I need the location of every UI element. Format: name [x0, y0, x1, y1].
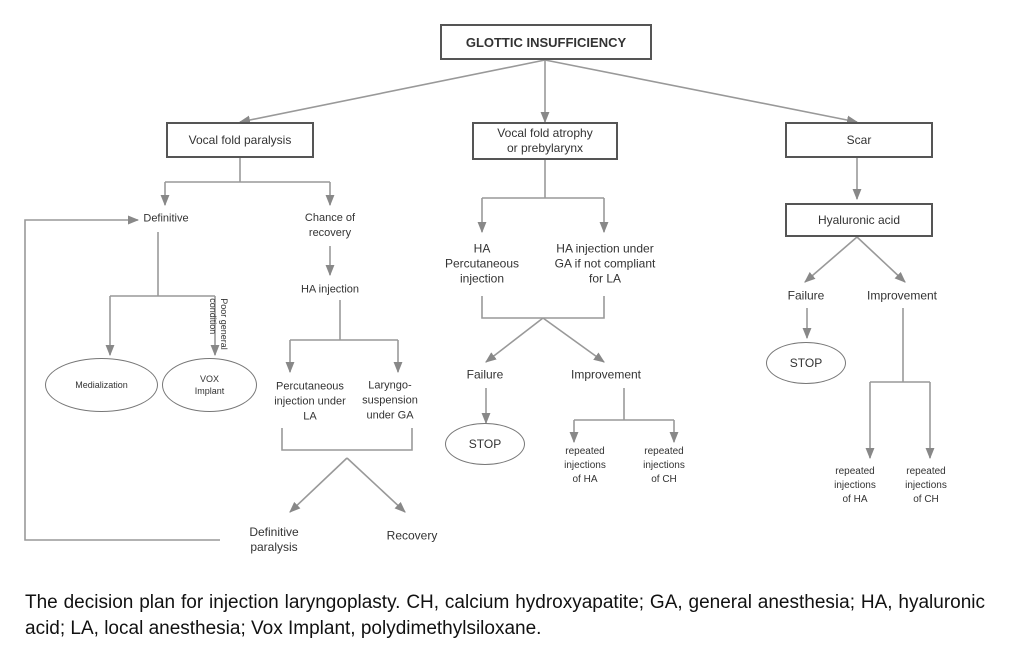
atrophy-repeated-ch-label: repeated injections of CH [643, 446, 685, 485]
laryngo-suspension-label: Laryngo- suspension under GA [362, 379, 418, 422]
recovery-label: Recovery [386, 528, 438, 543]
ha-under-ga-label: HA injection under GA if not compliant f… [554, 241, 656, 286]
scar-repeated-ha-label: repeated injections of HA [834, 466, 876, 505]
scar-stop-oval: STOP [766, 342, 846, 384]
scar-repeated-ch-label: repeated injections of CH [905, 466, 947, 505]
chance-of-recovery-label: Chance of recovery [304, 212, 356, 239]
atrophy-improvement-label: Improvement [570, 367, 642, 382]
definitive-label: Definitive [143, 212, 189, 225]
root-box: GLOTTIC INSUFFICIENCY [440, 24, 652, 60]
percutaneous-la-label: Percutaneous injection under LA [274, 380, 346, 423]
vox-implant-oval: VOX Implant [162, 358, 257, 412]
ha-percutaneous-label: HA Percutaneous injection [444, 241, 520, 286]
figure-caption: The decision plan for injection laryngop… [25, 592, 985, 639]
atrophy-repeated-ha-label: repeated injections of HA [564, 446, 606, 485]
connector-lines [24, 59, 935, 541]
paralysis-box: Vocal fold paralysis [166, 122, 314, 158]
atrophy-box: Vocal fold atrophy or prebylarynx [472, 122, 618, 160]
poor-condition-label: Poor general condition [208, 298, 229, 350]
scar-failure-label: Failure [787, 288, 825, 303]
hyaluronic-acid-box: Hyaluronic acid [785, 203, 933, 237]
atrophy-failure-label: Failure [466, 367, 504, 382]
definitive-paralysis-label: Definitive paralysis [249, 525, 299, 554]
scar-box: Scar [785, 122, 933, 158]
ha-injection-label: HA injection [300, 283, 360, 296]
decision-flowchart: GLOTTIC INSUFFICIENCY Vocal fold paralys… [24, 24, 947, 554]
scar-improvement-label: Improvement [866, 288, 938, 303]
atrophy-stop-oval: STOP [445, 423, 525, 465]
medialization-oval: Medialization [45, 358, 158, 412]
